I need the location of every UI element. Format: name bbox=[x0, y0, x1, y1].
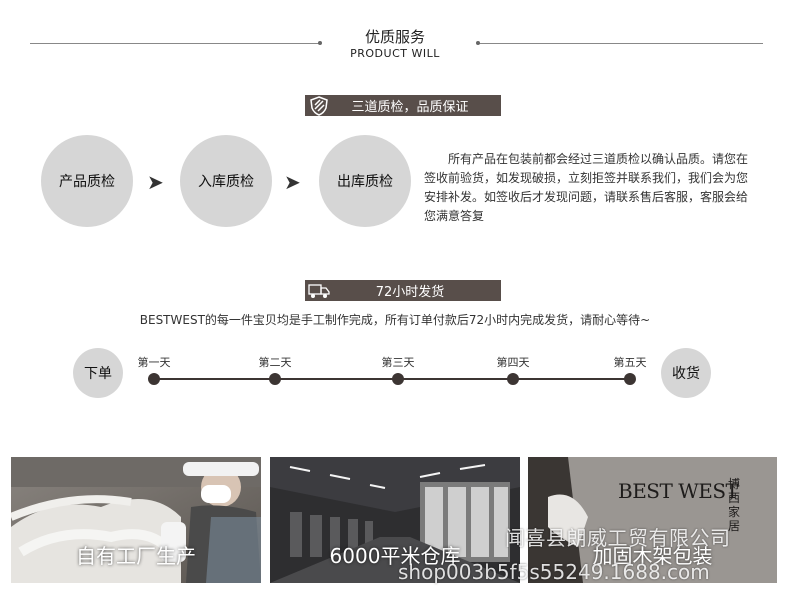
quality-banner-text: 三道质检，品质保证 bbox=[351, 100, 469, 115]
step-label: 入库质检 bbox=[198, 174, 254, 190]
shield-icon bbox=[305, 95, 333, 116]
quality-banner: 三道质检，品质保证 bbox=[305, 95, 501, 116]
warehouse-photo: 6000平米仓库 bbox=[270, 457, 520, 583]
divider-dot-left bbox=[318, 41, 322, 45]
section-title: 优质服务 bbox=[364, 28, 425, 46]
quality-description: 所有产品在包装前都会经过三道质检以确认品质。请您在签收前验货，如发现破损，立刻拒… bbox=[424, 152, 749, 223]
photo-caption: 6000平米仓库 bbox=[329, 544, 461, 568]
watermark-url: shop003b5f5s55249.1688.com bbox=[398, 560, 710, 584]
timeline-day-label: 第五天 bbox=[613, 356, 647, 369]
divider-left bbox=[30, 43, 320, 44]
section-subtitle: PRODUCT WILL bbox=[350, 47, 440, 60]
delivery-banner-text: 72小时发货 bbox=[375, 285, 445, 300]
step-outbound-check: 出库质检 bbox=[319, 135, 411, 227]
timeline-dot bbox=[392, 373, 404, 385]
receive-label: 收货 bbox=[672, 366, 700, 382]
timeline-day-label: 第一天 bbox=[137, 356, 171, 369]
timeline-dot bbox=[269, 373, 281, 385]
arrow-icon: ➤ bbox=[147, 170, 164, 194]
packaging-photo: BEST WEST 博西家居 加固木架包装 bbox=[528, 457, 777, 583]
photo-caption: 加固木架包装 bbox=[592, 544, 713, 568]
step-label: 出库质检 bbox=[337, 174, 393, 190]
step-product-check: 产品质检 bbox=[41, 135, 133, 227]
divider-dot-right bbox=[476, 41, 480, 45]
watermark-company: 闻喜县朗威工贸有限公司 bbox=[505, 526, 731, 550]
delivery-description: BESTWEST的每一件宝贝均是手工制作完成，所有订单付款后72小时内完成发货，… bbox=[139, 313, 651, 327]
photo-caption: 自有工厂生产 bbox=[76, 544, 196, 568]
arrow-icon: ➤ bbox=[284, 170, 301, 194]
step-inbound-check: 入库质检 bbox=[180, 135, 272, 227]
step-label: 产品质检 bbox=[59, 174, 115, 190]
divider-right bbox=[478, 43, 763, 44]
brand-logo-cn: 博西家居 bbox=[728, 477, 741, 533]
timeline-dot bbox=[148, 373, 160, 385]
received-circle: 收货 bbox=[661, 348, 711, 398]
factory-photo: 自有工厂生产 bbox=[11, 457, 261, 583]
timeline-day-label: 第三天 bbox=[381, 356, 415, 369]
timeline-day-label: 第四天 bbox=[496, 356, 530, 369]
order-label: 下单 bbox=[84, 366, 112, 382]
delivery-banner: 72小时发货 bbox=[305, 280, 501, 301]
timeline-dot bbox=[624, 373, 636, 385]
order-placed-circle: 下单 bbox=[73, 348, 123, 398]
timeline-day-label: 第二天 bbox=[258, 356, 292, 369]
truck-icon bbox=[305, 280, 333, 301]
timeline-dot bbox=[507, 373, 519, 385]
brand-logo: BEST WEST bbox=[618, 479, 739, 503]
